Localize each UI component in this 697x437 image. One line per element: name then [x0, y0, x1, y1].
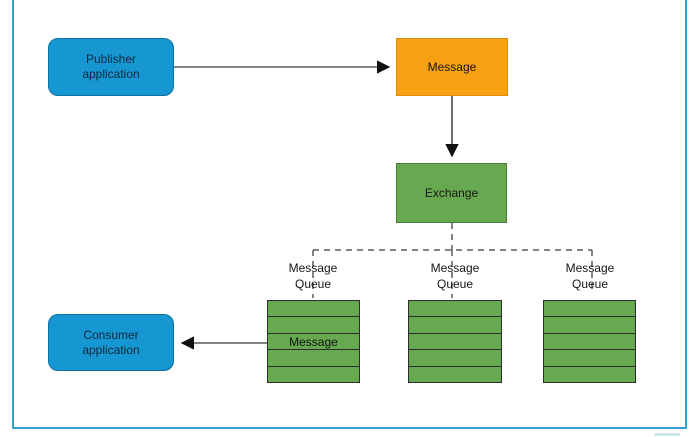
queue-1-row — [268, 365, 359, 382]
queue-2-row — [409, 349, 501, 365]
message-queue-3 — [543, 300, 636, 383]
queue-3-row — [544, 349, 635, 365]
message-label: Message — [427, 59, 477, 74]
frame-border-bottom — [12, 427, 687, 429]
consumer-application-node: Consumer application — [48, 314, 174, 371]
publisher-application-label: Publisher application — [82, 52, 140, 81]
message-queue-1: Message — [267, 300, 360, 383]
message-queue-2 — [408, 300, 502, 383]
consumer-application-label: Consumer application — [82, 327, 140, 357]
queue-1-row — [268, 316, 359, 332]
message-node: Message — [396, 38, 508, 96]
queue-2-row — [409, 332, 501, 349]
queue-2-row — [409, 365, 501, 382]
corner-artifact — [654, 433, 680, 436]
queue-3-row — [544, 365, 635, 382]
frame-border-left — [12, 0, 14, 429]
queue-2-label: Message Queue — [430, 261, 480, 291]
exchange-label: Exchange — [424, 185, 479, 200]
queue-3-label: Message Queue — [565, 261, 615, 291]
queue-3-row — [544, 316, 635, 332]
publisher-application-node: Publisher application — [48, 38, 174, 96]
queue-2-row — [409, 316, 501, 332]
queue-3-row — [544, 332, 635, 349]
queue-3-row — [544, 301, 635, 316]
queue-2-row — [409, 301, 501, 316]
queue-1-label: Message Queue — [288, 261, 338, 291]
frame-border-right — [685, 0, 687, 429]
queue-1-row-message: Message — [268, 332, 359, 349]
queue-1-row — [268, 301, 359, 316]
queue-1-row — [268, 349, 359, 365]
exchange-node: Exchange — [396, 163, 507, 223]
